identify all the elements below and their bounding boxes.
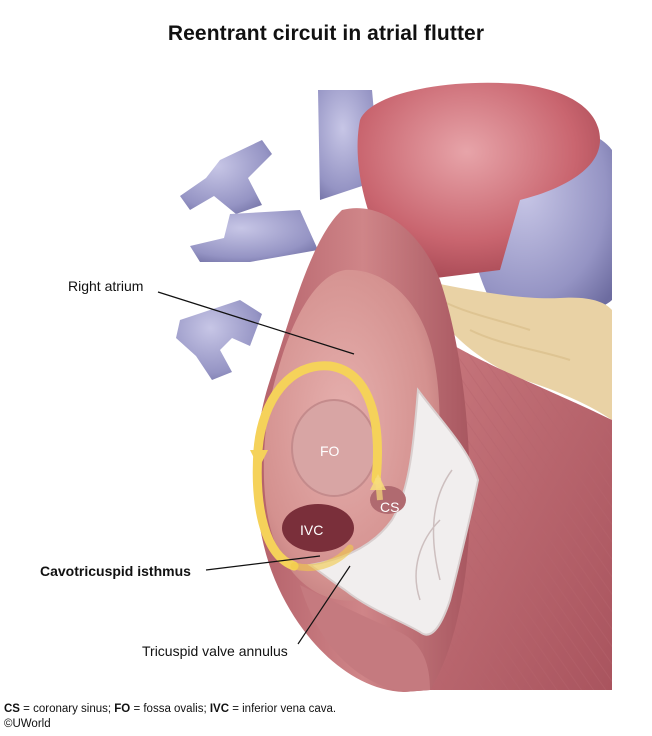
footnote: CS = coronary sinus; FO = fossa ovalis; … [4, 702, 336, 732]
pulmonary-veins-lower [176, 300, 262, 380]
circuit-arrow-left [250, 450, 268, 468]
label-cs: CS [380, 499, 399, 515]
abbr-ivc-def: = inferior vena cava. [229, 703, 337, 715]
copyright: ©UWorld [4, 718, 51, 730]
label-tricuspid-valve-annulus: Tricuspid valve annulus [142, 643, 288, 659]
tricuspid-valve [307, 387, 480, 636]
abbr-fo-def: = fossa ovalis; [130, 703, 210, 715]
abbr-ivc: IVC [209, 703, 230, 715]
figure-title: Reentrant circuit in atrial flutter [167, 22, 485, 45]
epicardial-fat [430, 282, 612, 420]
label-fo: FO [320, 443, 340, 459]
pulmonary-veins-upper [180, 140, 318, 262]
circuit-arrow-right [370, 474, 386, 490]
leader-cavotricuspid [205, 555, 321, 571]
label-cavotricuspid-isthmus: Cavotricuspid isthmus [40, 563, 191, 579]
label-right-atrium: Right atrium [68, 278, 143, 294]
leader-tricuspid [297, 565, 351, 645]
abbr-fo: FO [114, 703, 131, 715]
leader-right-atrium [157, 291, 355, 355]
abbr-cs-def: = coronary sinus; [19, 703, 115, 715]
ivc-opening [282, 504, 354, 552]
footnote-abbreviations: CS = coronary sinus; FO = fossa ovalis; … [4, 702, 336, 717]
label-ivc: IVC [300, 522, 323, 538]
aorta [357, 82, 600, 281]
lower-atrial-wall [300, 585, 430, 692]
abbr-cs: CS [4, 703, 20, 715]
